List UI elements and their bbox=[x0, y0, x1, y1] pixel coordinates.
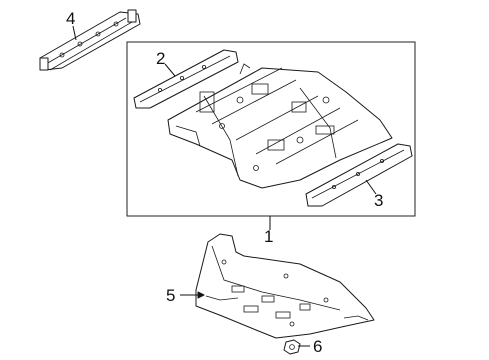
leader-4 bbox=[72, 25, 77, 41]
callout-6: 6 bbox=[313, 337, 322, 356]
callout-3: 3 bbox=[374, 191, 383, 210]
nut-part-6-drawing bbox=[283, 339, 301, 355]
callout-4: 4 bbox=[66, 9, 75, 28]
leader-3 bbox=[365, 179, 377, 195]
callout-1: 1 bbox=[264, 227, 273, 246]
skid-plate-part-5-drawing bbox=[195, 233, 375, 339]
leader-5-arrowhead bbox=[197, 291, 205, 299]
rail-part-3-drawing bbox=[305, 143, 413, 207]
rail-part-2-drawing bbox=[133, 49, 239, 109]
callout-5: 5 bbox=[166, 286, 175, 305]
assembly-frame bbox=[126, 41, 416, 217]
leader-2 bbox=[164, 63, 176, 77]
callout-2: 2 bbox=[156, 49, 165, 68]
rail-part-4-drawing bbox=[39, 9, 141, 71]
floor-pan-part-1-drawing bbox=[167, 63, 393, 189]
